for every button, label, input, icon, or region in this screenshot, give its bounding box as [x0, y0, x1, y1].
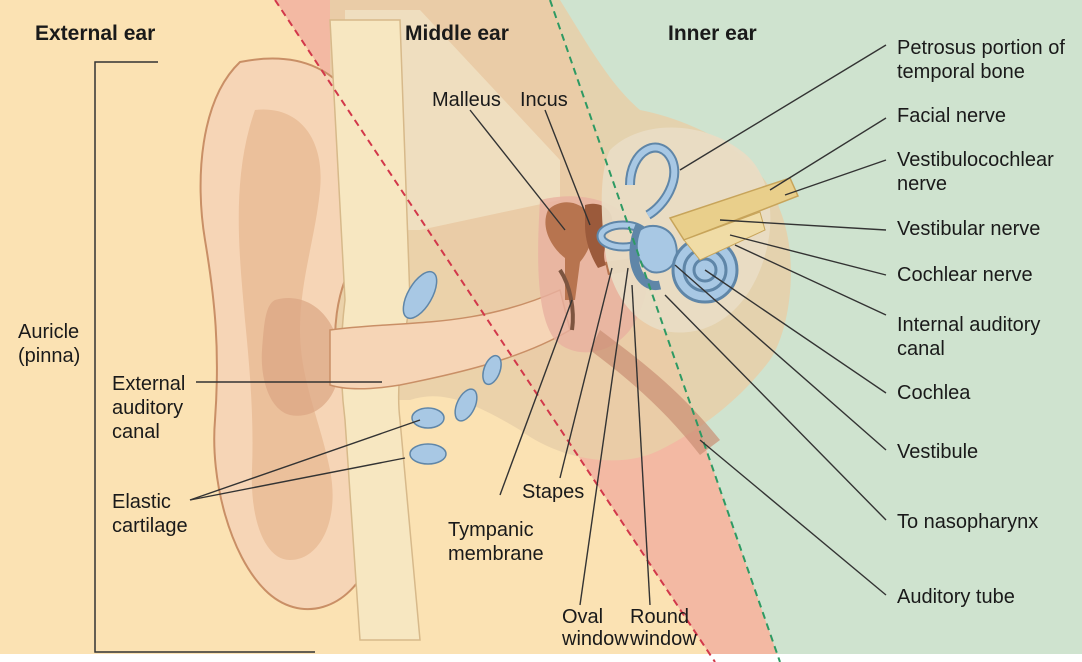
label-oval-window: Oval window: [562, 606, 629, 650]
label-tympanic-membrane: Tympanic membrane: [448, 518, 544, 566]
label-round-window: Round window: [630, 606, 697, 650]
label-auditory-tube: Auditory tube: [897, 585, 1015, 609]
cartilage-blue-3: [410, 444, 446, 464]
label-internal-auditory-canal: Internal auditory canal: [897, 313, 1040, 361]
label-vestibular-nerve: Vestibular nerve: [897, 217, 1040, 241]
header-external-ear: External ear: [35, 22, 155, 46]
cartilage-blue-2: [412, 408, 444, 428]
label-incus: Incus: [520, 88, 568, 112]
label-petrosus: Petrosus portion of temporal bone: [897, 36, 1065, 84]
label-stapes: Stapes: [522, 480, 584, 504]
label-to-nasopharynx: To nasopharynx: [897, 510, 1038, 534]
label-cochlea: Cochlea: [897, 381, 970, 405]
label-cochlear-nerve: Cochlear nerve: [897, 263, 1033, 287]
label-malleus: Malleus: [432, 88, 501, 112]
label-elastic-cartilage: Elastic cartilage: [112, 490, 188, 538]
bottom-white-strip: [0, 654, 1082, 662]
label-facial-nerve: Facial nerve: [897, 104, 1006, 128]
label-vestibule: Vestibule: [897, 440, 978, 464]
header-middle-ear: Middle ear: [405, 22, 509, 46]
label-vestibulocochlear-nerve: Vestibulocochlear nerve: [897, 148, 1054, 196]
label-auricle: Auricle (pinna): [18, 320, 80, 368]
header-inner-ear: Inner ear: [668, 22, 757, 46]
label-external-canal: External auditory canal: [112, 372, 185, 444]
